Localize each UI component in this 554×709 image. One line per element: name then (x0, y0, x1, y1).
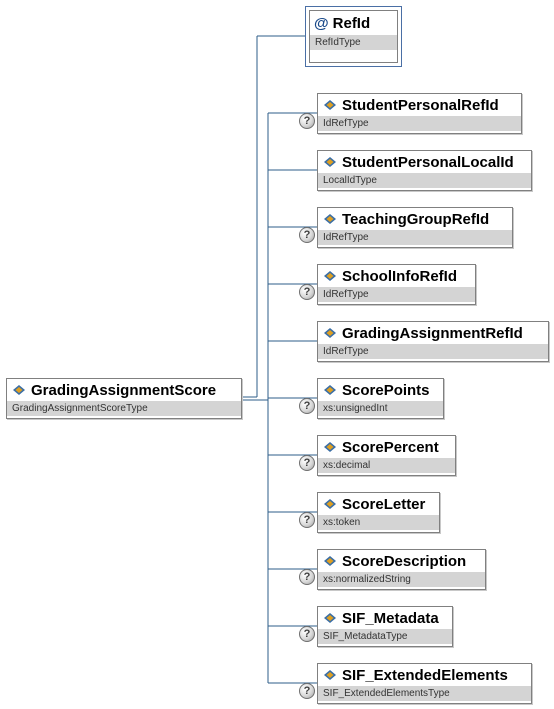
element-name: ScoreLetter (342, 495, 426, 513)
element-icon (324, 499, 336, 509)
element-name: StudentPersonalLocalId (342, 153, 514, 171)
element-type: SIF_MetadataType (318, 629, 452, 644)
element-name: SIF_Metadata (342, 609, 439, 627)
optional-icon: ? (299, 113, 315, 129)
element-icon (324, 670, 336, 680)
element-icon (324, 100, 336, 110)
element-icon (324, 385, 336, 395)
optional-icon: ? (299, 683, 315, 699)
element-icon (324, 214, 336, 224)
optional-icon: ? (299, 455, 315, 471)
attribute-node-refid[interactable]: @ RefId RefIdType (305, 6, 402, 67)
element-name: ScoreDescription (342, 552, 467, 570)
root-element-name: GradingAssignmentScore (31, 381, 217, 399)
optional-icon: ? (299, 227, 315, 243)
attribute-name: RefId (332, 14, 371, 32)
element-icon (324, 328, 336, 338)
element-name: SIF_ExtendedElements (342, 666, 508, 684)
element-name: ScorePoints (342, 381, 430, 399)
element-type: xs:unsignedInt (318, 401, 443, 416)
element-icon (324, 442, 336, 452)
element-type: IdRefType (318, 116, 521, 131)
attribute-icon: @ (314, 14, 329, 32)
element-icon (324, 556, 336, 566)
element-name: GradingAssignmentRefId (342, 324, 523, 342)
attribute-type: RefIdType (310, 35, 397, 50)
element-icon (324, 271, 336, 281)
optional-icon: ? (299, 626, 315, 642)
optional-icon: ? (299, 512, 315, 528)
element-name: TeachingGroupRefId (342, 210, 490, 228)
element-icon (324, 157, 336, 167)
element-type: LocalIdType (318, 173, 531, 188)
root-element-type: GradingAssignmentScoreType (7, 401, 241, 416)
element-name: SchoolInfoRefId (342, 267, 457, 285)
optional-icon: ? (299, 398, 315, 414)
element-type: SIF_ExtendedElementsType (318, 686, 531, 701)
element-node-scoredescription[interactable]: ScoreDescription xs:normalizedString (317, 549, 486, 590)
optional-icon: ? (299, 569, 315, 585)
element-icon (324, 613, 336, 623)
element-name: ScorePercent (342, 438, 439, 456)
element-type: xs:decimal (318, 458, 455, 473)
element-type: xs:token (318, 515, 439, 530)
element-node-scoreletter[interactable]: ScoreLetter xs:token (317, 492, 440, 533)
optional-icon: ? (299, 284, 315, 300)
element-node-scorepoints[interactable]: ScorePoints xs:unsignedInt (317, 378, 444, 419)
element-node-scorepercent[interactable]: ScorePercent xs:decimal (317, 435, 456, 476)
element-icon (13, 385, 25, 395)
element-type: xs:normalizedString (318, 572, 485, 587)
root-element-node[interactable]: GradingAssignmentScore GradingAssignment… (6, 378, 242, 419)
element-name: StudentPersonalRefId (342, 96, 499, 114)
element-type: IdRefType (318, 344, 548, 359)
element-type: IdRefType (318, 287, 475, 302)
element-type: IdRefType (318, 230, 512, 245)
